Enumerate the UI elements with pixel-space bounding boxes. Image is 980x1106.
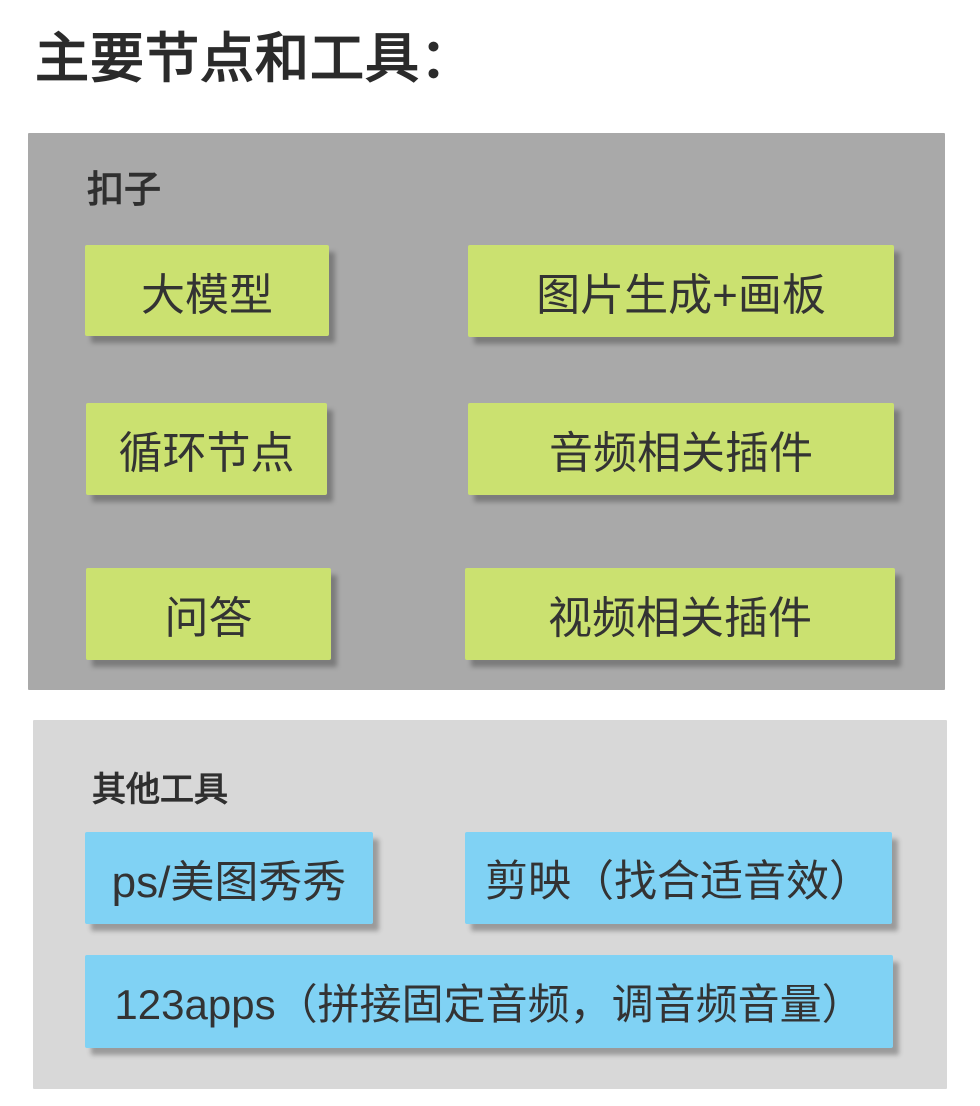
tool-box-jianying: 剪映（找合适音效） bbox=[465, 832, 892, 924]
node-box-qa: 问答 bbox=[86, 568, 331, 660]
coze-section-label: 扣子 bbox=[87, 169, 161, 210]
node-box-loop: 循环节点 bbox=[86, 403, 327, 495]
other-tools-section: 其他工具 ps/美图秀秀 剪映（找合适音效） 123apps（拼接固定音频，调音… bbox=[33, 720, 947, 1089]
node-box-llm: 大模型 bbox=[85, 245, 329, 336]
node-box-image-gen-canvas: 图片生成+画板 bbox=[468, 245, 894, 337]
page-title: 主要节点和工具： bbox=[35, 29, 475, 89]
tool-box-ps-meitu: ps/美图秀秀 bbox=[85, 832, 373, 924]
tool-box-123apps: 123apps（拼接固定音频，调音频音量） bbox=[85, 955, 893, 1048]
node-box-video-plugins: 视频相关插件 bbox=[465, 568, 895, 660]
coze-section: 扣子 大模型 图片生成+画板 循环节点 音频相关插件 问答 视频相关插件 bbox=[28, 133, 945, 690]
node-box-audio-plugins: 音频相关插件 bbox=[468, 403, 894, 495]
other-tools-section-label: 其他工具 bbox=[92, 771, 228, 809]
